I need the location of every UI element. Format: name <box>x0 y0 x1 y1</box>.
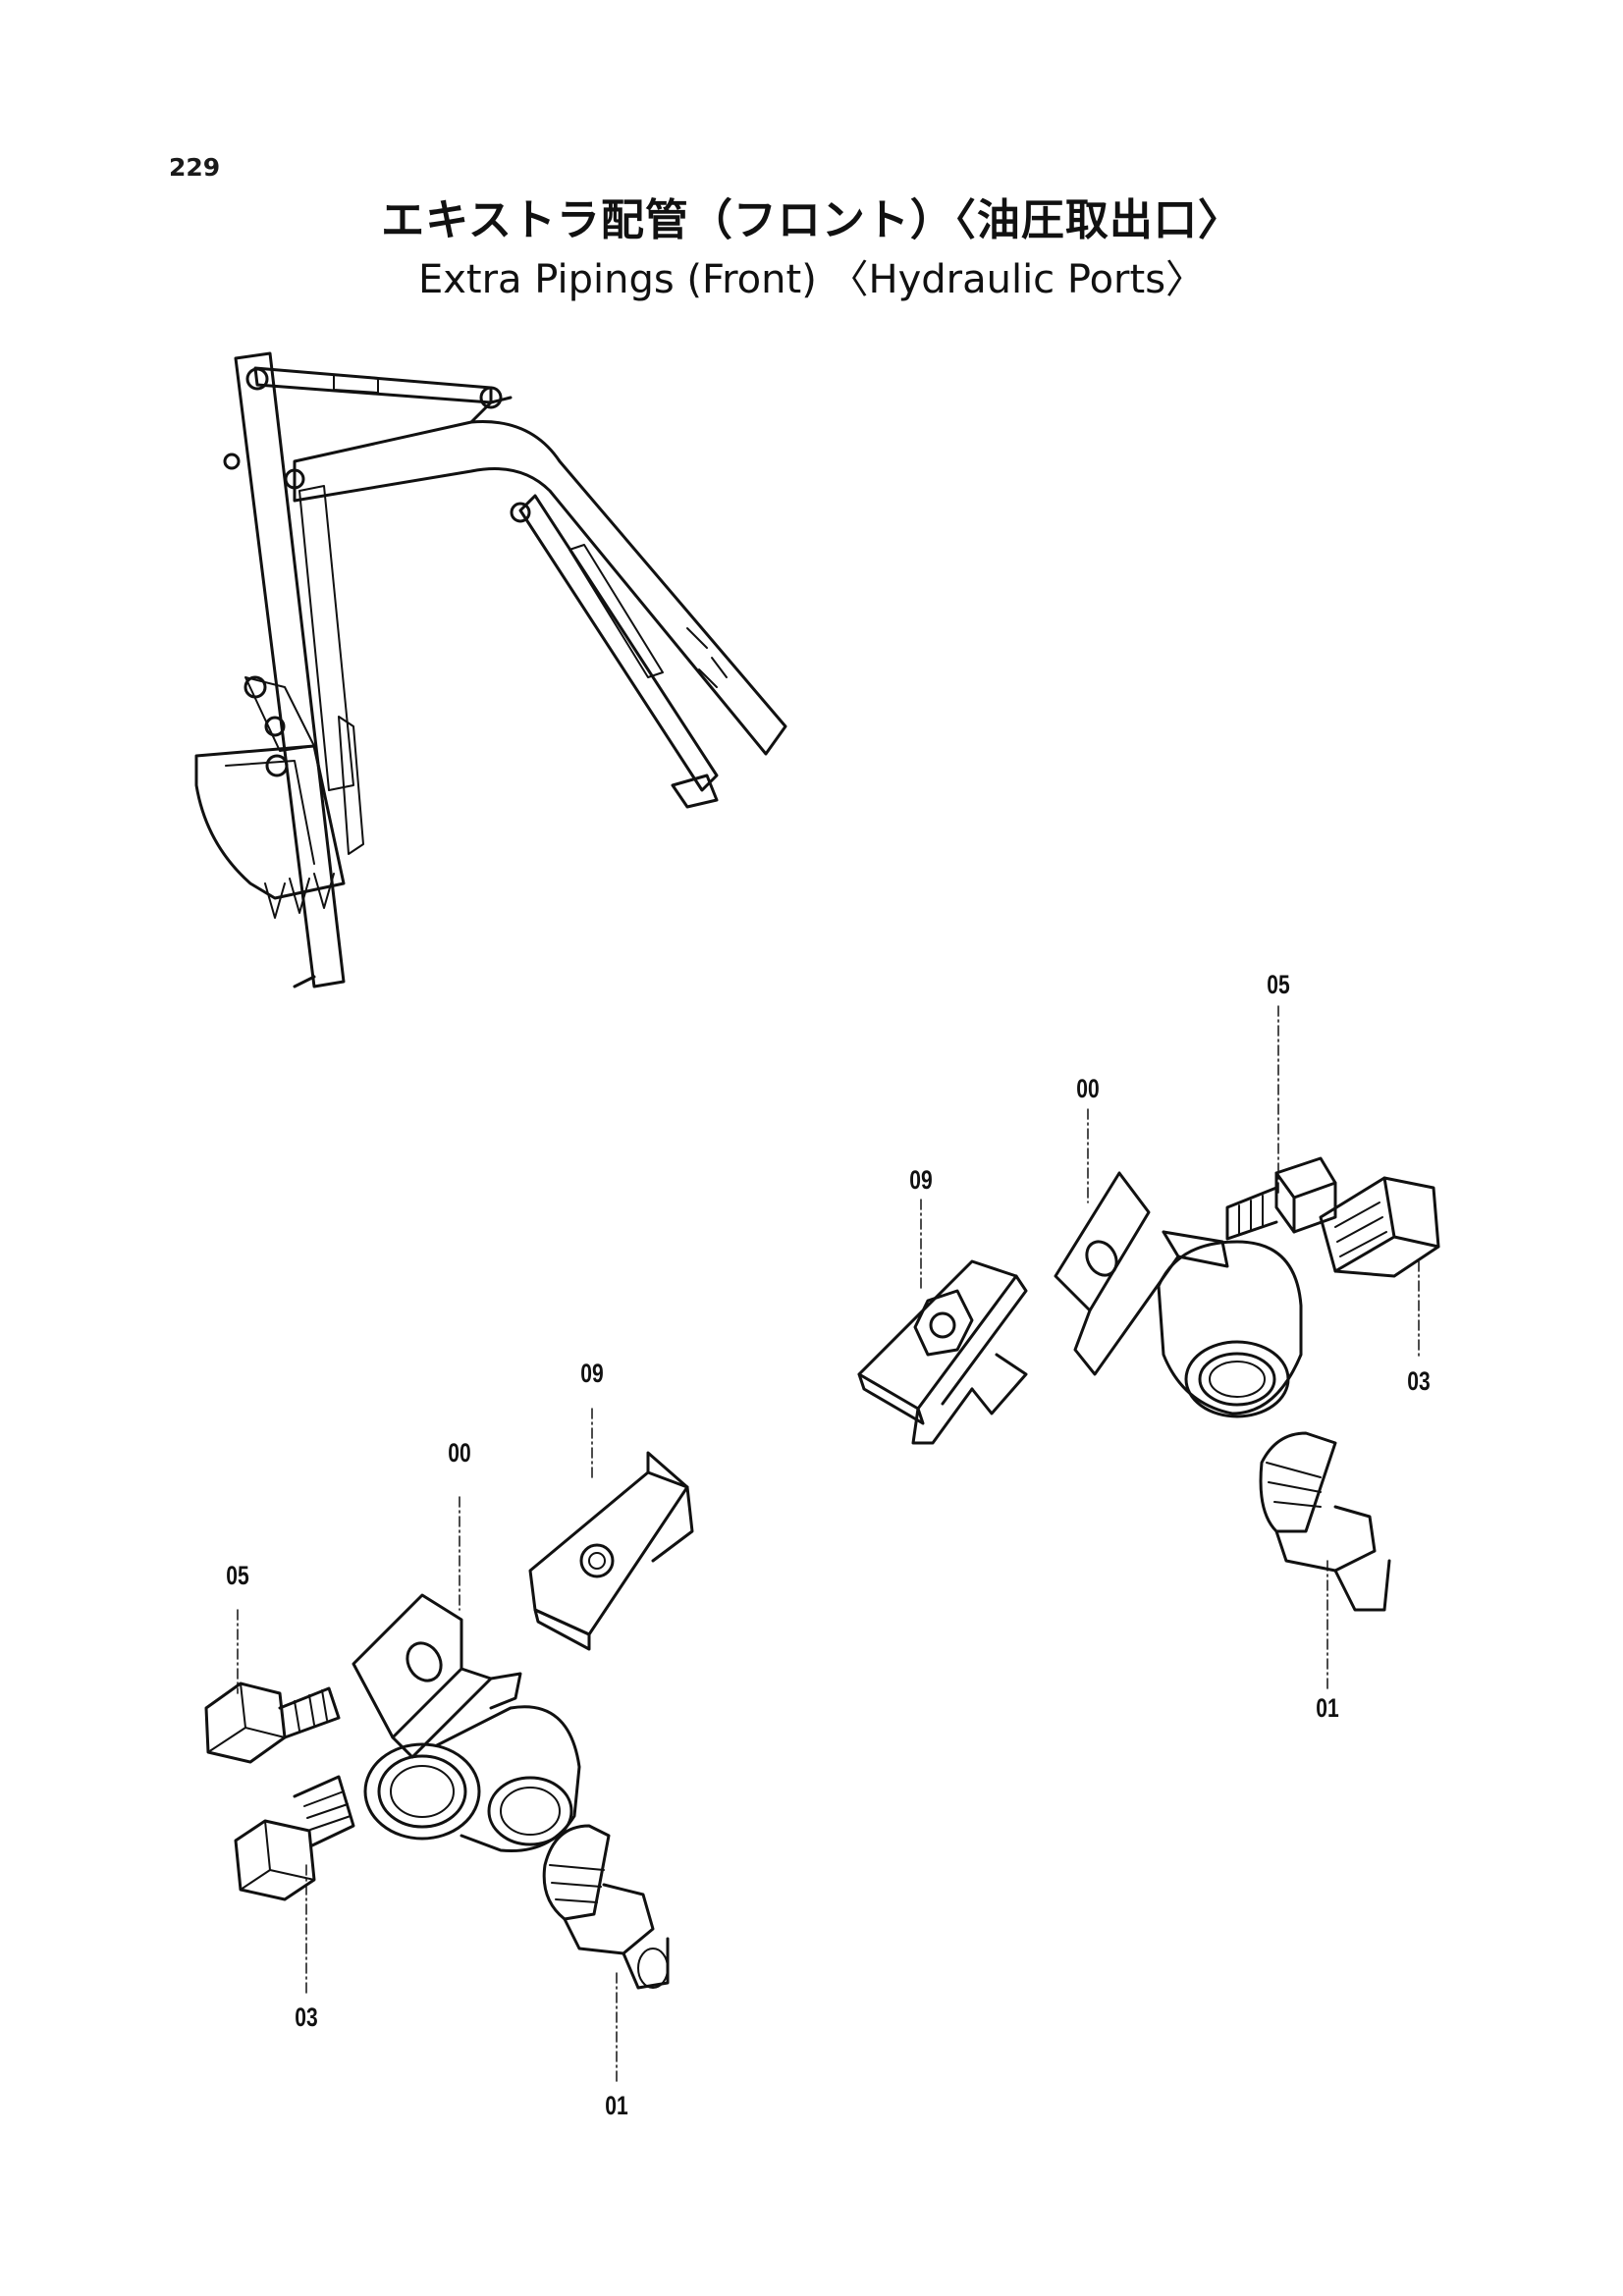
callout-right-00: 00 <box>1076 1074 1100 1103</box>
bolt-05-right <box>1225 1156 1337 1241</box>
excavator-front-illustration <box>194 351 787 988</box>
plug-03-right <box>1319 1176 1440 1278</box>
callout-left-00: 00 <box>448 1438 471 1468</box>
callout-right-01: 01 <box>1316 1693 1339 1723</box>
callout-right-03: 03 <box>1407 1366 1431 1396</box>
callout-left-05: 05 <box>226 1561 249 1590</box>
callout-right-09: 09 <box>909 1165 933 1195</box>
nut-bracket-09-left <box>528 1451 694 1651</box>
callout-left-09: 09 <box>580 1359 604 1388</box>
left-assembly <box>204 1408 694 2082</box>
plug-03-left <box>234 1775 355 1901</box>
nut-bracket-09-right <box>857 1259 1028 1445</box>
nipple-01-right <box>1259 1431 1391 1612</box>
bolt-05-left <box>204 1682 341 1764</box>
page-number: 229 <box>169 153 221 182</box>
elbow-body-left <box>363 1705 581 1853</box>
bracket-00-left <box>352 1593 522 1759</box>
callout-left-03: 03 <box>295 2002 318 2032</box>
right-assembly <box>857 1005 1440 1689</box>
elbow-body-right <box>1157 1240 1303 1418</box>
callout-left-01: 01 <box>605 2091 628 2120</box>
bracket-00-right <box>1054 1171 1229 1376</box>
title-english: Extra Pipings (Front) 〈Hydraulic Ports〉 <box>417 257 1206 302</box>
callout-right-05: 05 <box>1267 970 1290 999</box>
title-japanese: エキストラ配管（フロント）〈油圧取出口〉 <box>381 195 1242 245</box>
nipple-01-left <box>542 1824 670 1990</box>
